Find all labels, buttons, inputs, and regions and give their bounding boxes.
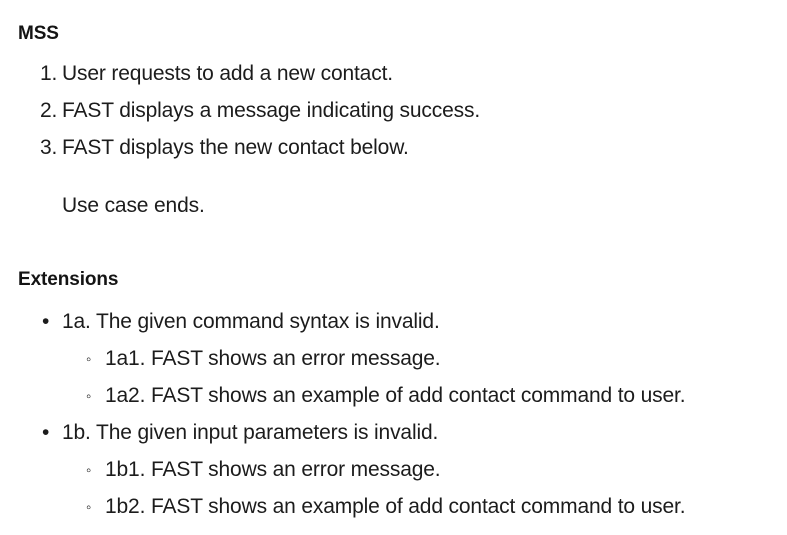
extension-item-1a2: ◦ 1a2. FAST shows an example of add cont… bbox=[86, 382, 686, 412]
extension-item-1a2-text: 1a2. FAST shows an example of add contac… bbox=[105, 384, 686, 407]
extension-item-1b2-text: 1b2. FAST shows an example of add contac… bbox=[105, 495, 686, 518]
section-heading-extensions: Extensions bbox=[18, 268, 119, 290]
mss-step-2-text: FAST displays a message indicating succe… bbox=[62, 99, 481, 122]
extension-item-1a1-text: 1a1. FAST shows an error message. bbox=[105, 347, 441, 370]
mss-closing-text: Use case ends. bbox=[62, 194, 205, 217]
section-heading-mss: MSS bbox=[18, 22, 59, 44]
mss-step-1-text: User requests to add a new contact. bbox=[62, 62, 393, 85]
mss-step-3: 3.FAST displays the new contact below. bbox=[40, 134, 409, 162]
extension-item-1b1-text: 1b1. FAST shows an error message. bbox=[105, 458, 441, 481]
mss-step-3-marker: 3. bbox=[40, 136, 58, 159]
extension-item-1a: • 1a. The given command syntax is invali… bbox=[42, 308, 440, 336]
mss-step-1: 1.User requests to add a new contact. bbox=[40, 60, 393, 88]
extension-item-1b: • 1b. The given input parameters is inva… bbox=[42, 419, 438, 447]
mss-step-2-marker: 2. bbox=[40, 99, 58, 122]
extension-item-1a1: ◦ 1a1. FAST shows an error message. bbox=[86, 345, 441, 375]
circle-bullet-icon: ◦ bbox=[86, 388, 92, 405]
disc-bullet-icon: • bbox=[42, 310, 50, 333]
circle-bullet-icon: ◦ bbox=[86, 499, 92, 516]
extension-item-1b2: ◦ 1b2. FAST shows an example of add cont… bbox=[86, 493, 686, 523]
mss-step-2: 2.FAST displays a message indicating suc… bbox=[40, 97, 480, 125]
circle-bullet-icon: ◦ bbox=[86, 351, 92, 368]
disc-bullet-icon: • bbox=[42, 421, 50, 444]
extension-item-1b-text: 1b. The given input parameters is invali… bbox=[62, 421, 439, 444]
circle-bullet-icon: ◦ bbox=[86, 462, 92, 479]
mss-step-3-text: FAST displays the new contact below. bbox=[62, 136, 409, 159]
extension-item-1b1: ◦ 1b1. FAST shows an error message. bbox=[86, 456, 441, 486]
extension-item-1a-text: 1a. The given command syntax is invalid. bbox=[62, 310, 440, 333]
mss-step-1-marker: 1. bbox=[40, 62, 58, 85]
